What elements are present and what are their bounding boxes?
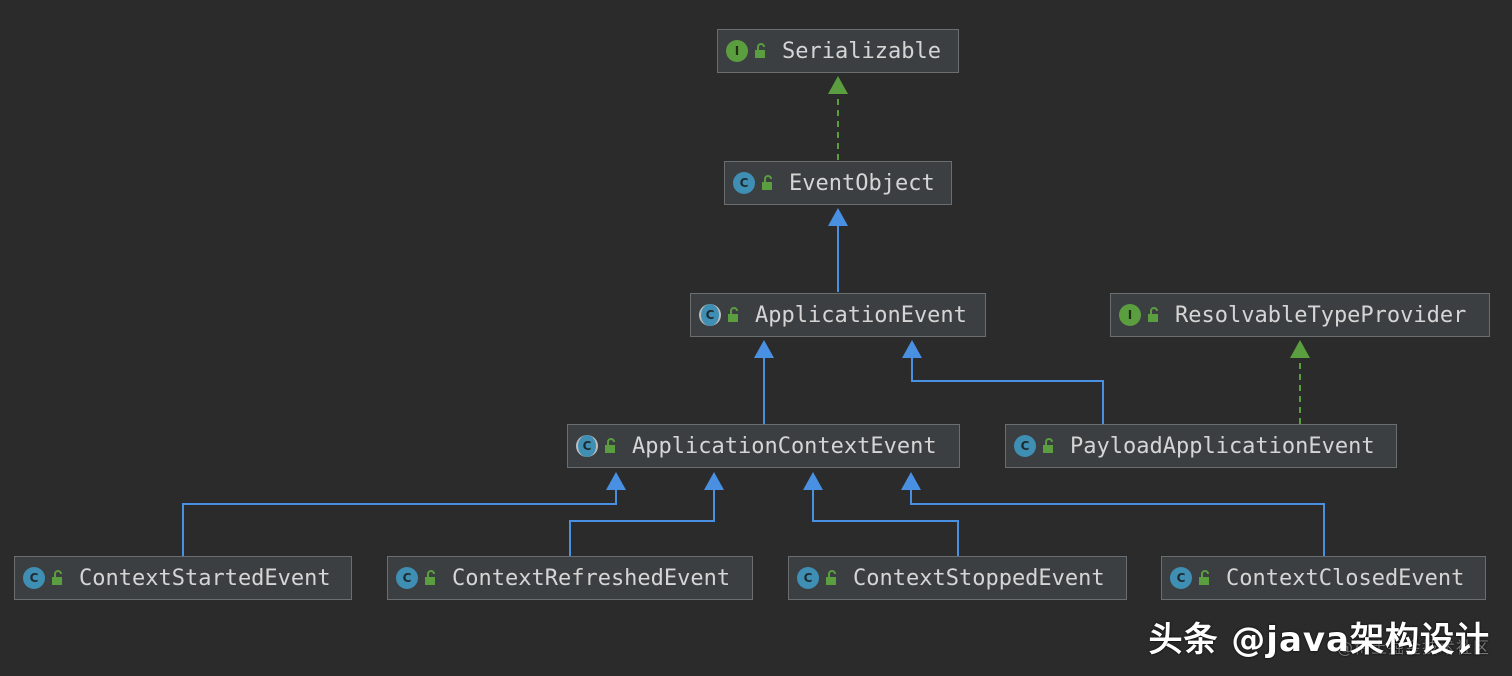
node-payloadapplicationevent[interactable]: C PayloadApplicationEvent	[1005, 424, 1397, 468]
unlock-icon	[1043, 438, 1053, 453]
node-label: EventObject	[789, 170, 935, 196]
class-icon: C	[733, 172, 755, 194]
edge-contextclosed-applicationcontextevent	[910, 488, 1325, 556]
node-label: Serializable	[782, 38, 941, 64]
node-label: ContextRefreshedEvent	[452, 565, 731, 591]
unlock-icon	[52, 570, 62, 585]
node-contextrefreshedevent[interactable]: C ContextRefreshedEvent	[387, 556, 753, 600]
node-label: ApplicationContextEvent	[632, 433, 937, 459]
node-label: PayloadApplicationEvent	[1070, 433, 1375, 459]
unlock-icon	[425, 570, 435, 585]
edge-contextstarted-applicationcontextevent	[182, 488, 617, 556]
unlock-icon	[826, 570, 836, 585]
unlock-icon	[762, 175, 772, 190]
node-applicationcontextevent[interactable]: C ApplicationContextEvent	[567, 424, 960, 468]
unlock-icon	[1148, 307, 1158, 322]
edge-contextrefreshed-applicationcontextevent	[569, 488, 715, 556]
node-eventobject[interactable]: C EventObject	[724, 161, 952, 205]
node-label: ContextClosedEvent	[1226, 565, 1465, 591]
abstract-class-icon: C	[576, 435, 598, 457]
node-serializable[interactable]: I Serializable	[717, 29, 959, 73]
unlock-icon	[1199, 570, 1209, 585]
node-contextstoppedevent[interactable]: C ContextStoppedEvent	[788, 556, 1127, 600]
watermark-text: 头条 @java架构设计	[1148, 620, 1490, 660]
node-label: ResolvableTypeProvider	[1175, 302, 1467, 328]
node-contextclosedevent[interactable]: C ContextClosedEvent	[1161, 556, 1486, 600]
watermark: 头条 @java架构设计 @稀土掘金技术社区	[1148, 612, 1490, 661]
unlock-icon	[728, 307, 738, 322]
node-contextstartedevent[interactable]: C ContextStartedEvent	[14, 556, 352, 600]
class-icon: C	[1014, 435, 1036, 457]
unlock-icon	[755, 43, 765, 58]
edge-payloadapplicationevent-applicationevent	[911, 356, 1104, 424]
node-resolvabletypeprovider[interactable]: I ResolvableTypeProvider	[1110, 293, 1490, 337]
unlock-icon	[605, 438, 615, 453]
interface-icon: I	[726, 40, 748, 62]
class-icon: C	[797, 567, 819, 589]
node-applicationevent[interactable]: C ApplicationEvent	[690, 293, 986, 337]
abstract-class-icon: C	[699, 304, 721, 326]
class-icon: C	[396, 567, 418, 589]
edge-contextstopped-applicationcontextevent	[812, 488, 959, 556]
node-label: ContextStartedEvent	[79, 565, 331, 591]
node-label: ContextStoppedEvent	[853, 565, 1105, 591]
interface-icon: I	[1119, 304, 1141, 326]
node-label: ApplicationEvent	[755, 302, 967, 328]
class-icon: C	[23, 567, 45, 589]
class-icon: C	[1170, 567, 1192, 589]
